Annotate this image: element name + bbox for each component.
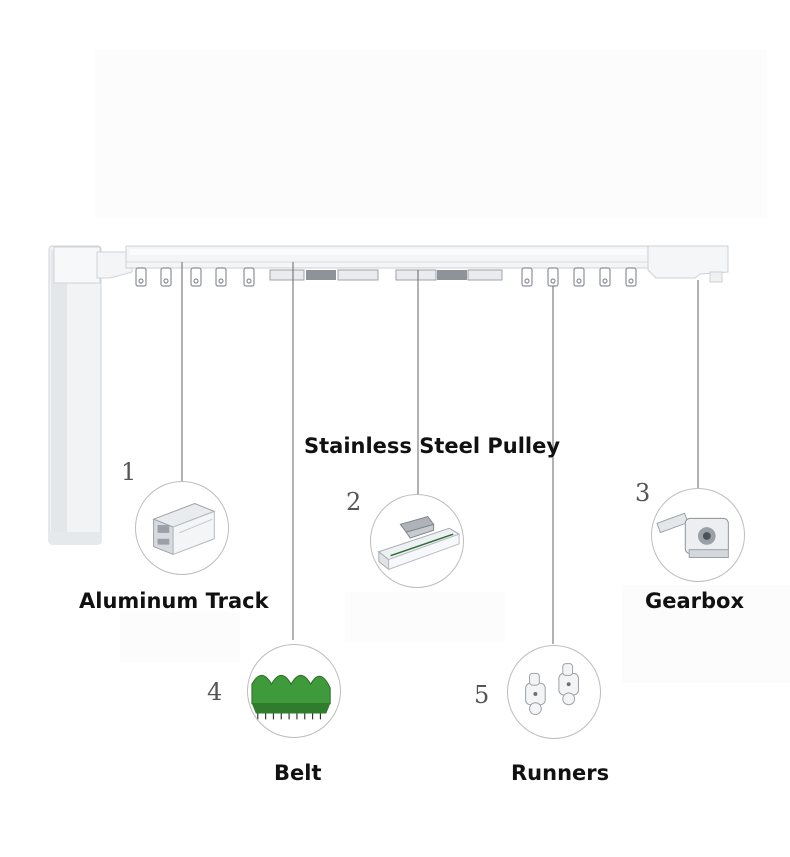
- gearbox-label: Gearbox: [645, 589, 745, 613]
- master-carriers: [269, 269, 503, 281]
- aluminum-track-label: Aluminum Track: [79, 589, 269, 613]
- belt-label: Belt: [274, 761, 322, 785]
- runner-hooks: [135, 267, 637, 287]
- gearbox-icon: [651, 488, 745, 582]
- aluminum-track-icon: [135, 481, 229, 575]
- leader-lines: [181, 262, 699, 644]
- pulley-heading: Stainless Steel Pulley: [304, 434, 561, 458]
- background-panel: [120, 612, 240, 662]
- component-number-2: 2: [346, 488, 362, 516]
- runners-icon: [507, 645, 601, 739]
- pulley-icon: [370, 494, 464, 588]
- component-number-3: 3: [635, 479, 651, 507]
- runners-label: Runners: [511, 761, 610, 785]
- component-number-1: 1: [121, 458, 137, 486]
- background-panel: [95, 50, 767, 218]
- belt-icon: [247, 644, 341, 738]
- component-number-5: 5: [474, 681, 490, 709]
- component-number-4: 4: [207, 678, 223, 706]
- background-panel: [345, 592, 505, 642]
- background-panel: [622, 585, 790, 683]
